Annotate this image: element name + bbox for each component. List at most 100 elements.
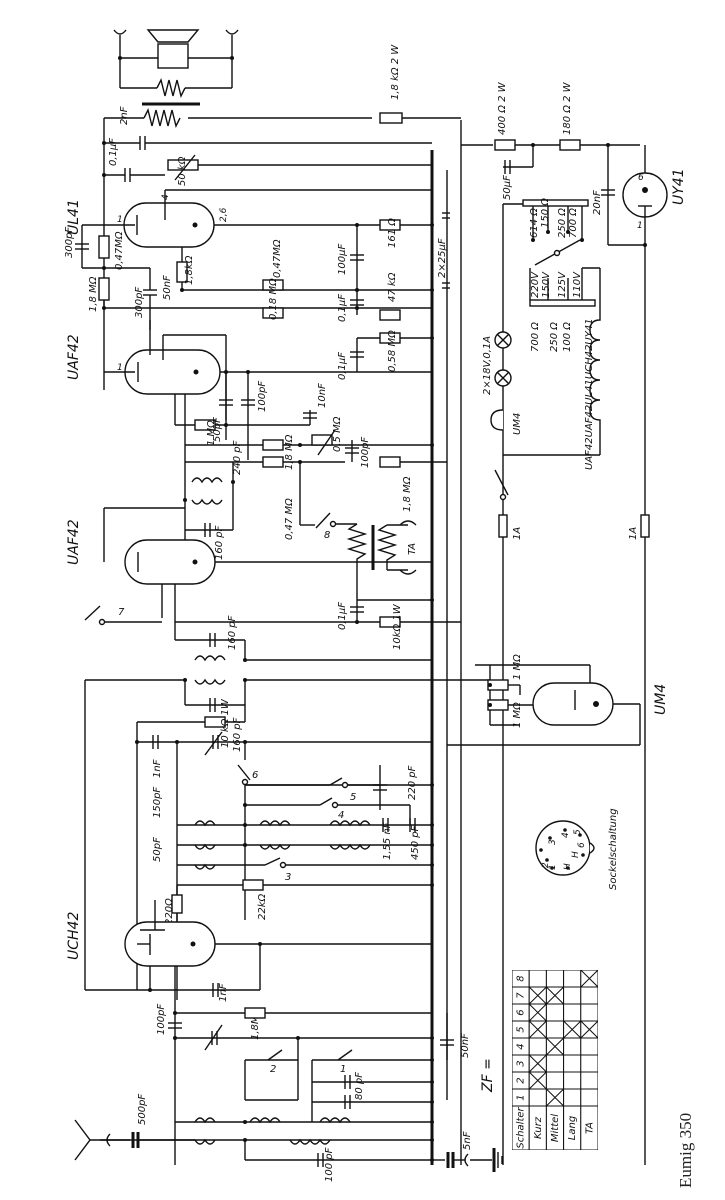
svg-text:2: 2 bbox=[541, 862, 551, 868]
label-c-5nf: 5nF bbox=[462, 1131, 473, 1150]
label-c-20nf: 20nF bbox=[592, 190, 603, 215]
tube-label-uy41: UY41 bbox=[671, 168, 687, 205]
switch-7[interactable] bbox=[84, 605, 162, 626]
table-header-cell: 5 bbox=[516, 1026, 527, 1032]
mains-switch[interactable] bbox=[494, 469, 509, 538]
label-c-25uf: 2×25µF bbox=[437, 238, 448, 278]
label-c-1nf-a: 1nF bbox=[152, 759, 163, 778]
table-cell bbox=[545, 970, 565, 988]
label-r-700: 700 Ω bbox=[530, 322, 541, 352]
uaf42-af-network bbox=[175, 370, 447, 468]
table-cell bbox=[545, 1054, 565, 1073]
label-r-18k: 1,8kΩ bbox=[184, 255, 195, 285]
table-cell bbox=[563, 1088, 582, 1107]
label-tap-700: 700 Ω bbox=[568, 208, 579, 238]
table-header-cell: 2 bbox=[516, 1077, 527, 1083]
label-pot-05: 0,5 MΩ bbox=[332, 416, 343, 452]
table-header-cell: 3 bbox=[516, 1060, 527, 1066]
label-c-10nf: 10nF bbox=[317, 383, 328, 408]
switch-8[interactable] bbox=[299, 462, 398, 600]
table-mark-x bbox=[528, 1054, 547, 1073]
band-coils bbox=[177, 765, 434, 891]
label-c-500pf: 500pF bbox=[137, 1094, 148, 1125]
table-cell bbox=[580, 1088, 598, 1107]
tube-um4 bbox=[447, 664, 641, 746]
table-cell bbox=[580, 1071, 598, 1090]
table-cell bbox=[545, 1003, 565, 1022]
label-r-22k: 22kΩ bbox=[257, 893, 268, 920]
power-supply bbox=[461, 139, 668, 1165]
label-c-50pf-b: 50pF bbox=[152, 837, 163, 862]
label-heater-chain: UAF42UAF42UL41UCH42UY41 bbox=[584, 318, 595, 470]
table-mark-x bbox=[546, 986, 564, 1005]
table-mark-x bbox=[546, 1088, 564, 1107]
label-c-100pf-a: 100pF bbox=[257, 381, 268, 412]
label-heater-um4: UM4 bbox=[512, 413, 523, 435]
uaf42-if-network bbox=[175, 598, 461, 628]
label-c-1nf-b: 1nF bbox=[218, 983, 229, 1002]
socket-title: Sockelschaltung bbox=[608, 808, 619, 890]
table-cell bbox=[528, 1037, 547, 1056]
label-c-50nf-b: 50nF bbox=[460, 1033, 471, 1058]
svg-text:4: 4 bbox=[561, 832, 571, 838]
table-header-cell: 7 bbox=[516, 992, 527, 999]
table-cell bbox=[563, 1037, 582, 1056]
label-tap-250: 250 Ω bbox=[557, 208, 568, 238]
caption-text: Eumig 350 bbox=[676, 1112, 695, 1188]
table-cell bbox=[528, 970, 547, 988]
ta-input-jacks[interactable] bbox=[387, 520, 417, 575]
label-c-50nf-a: 50nF bbox=[162, 275, 173, 300]
table-cell bbox=[580, 1037, 598, 1056]
table-row-label: Mittel bbox=[550, 1114, 561, 1142]
antenna-icon bbox=[74, 1119, 195, 1161]
label-r-220: 220Ω bbox=[164, 898, 175, 925]
label-r-18m-c: 1,8 MΩ bbox=[402, 476, 413, 512]
label-sw-1: 1 bbox=[340, 1064, 346, 1075]
label-r-180: 180 Ω 2 W bbox=[562, 81, 573, 135]
label-sw-3: 3 bbox=[285, 872, 291, 883]
table-row-label: TA bbox=[584, 1122, 595, 1134]
label-r-47k: 47 kΩ bbox=[387, 272, 398, 302]
label-fuse-b: 1A bbox=[628, 527, 639, 540]
svg-text:1: 1 bbox=[548, 864, 558, 870]
ground-icon bbox=[432, 1148, 503, 1172]
table-mark-x bbox=[580, 1020, 598, 1039]
label-c-100uf: 100µF bbox=[337, 244, 348, 275]
label-c-220pf: 220 pF bbox=[407, 765, 418, 800]
label-c-160pf-c: 160 pF bbox=[232, 717, 243, 752]
label-c-50uf: 50µF bbox=[502, 175, 513, 200]
table-header-cell: 4 bbox=[516, 1043, 527, 1049]
label-sw-5: 5 bbox=[350, 792, 356, 803]
label-sw-8: 8 bbox=[324, 530, 330, 541]
label-v-125: 125V bbox=[557, 271, 568, 298]
label-r-18m-d: 1,8MΩ bbox=[250, 1007, 261, 1040]
fuse-b bbox=[640, 514, 650, 538]
label-v-220: 220V bbox=[530, 271, 541, 298]
label-c-01uf-d: 0,1µF bbox=[337, 602, 348, 630]
table-cell bbox=[580, 1054, 598, 1073]
label-tap-150: 150 Ω bbox=[540, 198, 551, 228]
tube-label-um4: UM4 bbox=[653, 684, 669, 715]
label-c-100pf-b: 100pF bbox=[360, 437, 371, 468]
label-r-047-a: 0,47MΩ bbox=[114, 231, 125, 270]
heater-chain bbox=[503, 305, 601, 456]
table-mark-x bbox=[580, 970, 598, 988]
svg-text:5: 5 bbox=[573, 829, 583, 835]
tube-ul41 bbox=[104, 189, 432, 262]
label-c-80pf: 80 pF bbox=[354, 1072, 365, 1100]
label-pot-50k: 50 kΩ bbox=[177, 156, 188, 186]
label-c-300pf-b: 300pF bbox=[134, 287, 145, 318]
pin-label: 1 bbox=[117, 363, 123, 373]
label-c-240pf: 240 pF bbox=[232, 440, 243, 475]
pilot-lamps bbox=[490, 331, 512, 431]
label-c-50pf: 50pF bbox=[212, 417, 223, 442]
label-r-10k-1w-b: 10 kΩ 1W bbox=[220, 698, 231, 748]
label-r-18m-a: 1,8 MΩ bbox=[88, 276, 99, 312]
label-c-01uf-c: 0,1µF bbox=[337, 352, 348, 380]
label-v-110: 110V bbox=[572, 271, 583, 298]
table-mark-x bbox=[528, 1020, 547, 1039]
table-cell bbox=[563, 1071, 582, 1090]
label-c-100pf-c: 100pF bbox=[156, 1004, 167, 1035]
input-network bbox=[100, 1007, 454, 1167]
table-cell bbox=[563, 1054, 582, 1073]
